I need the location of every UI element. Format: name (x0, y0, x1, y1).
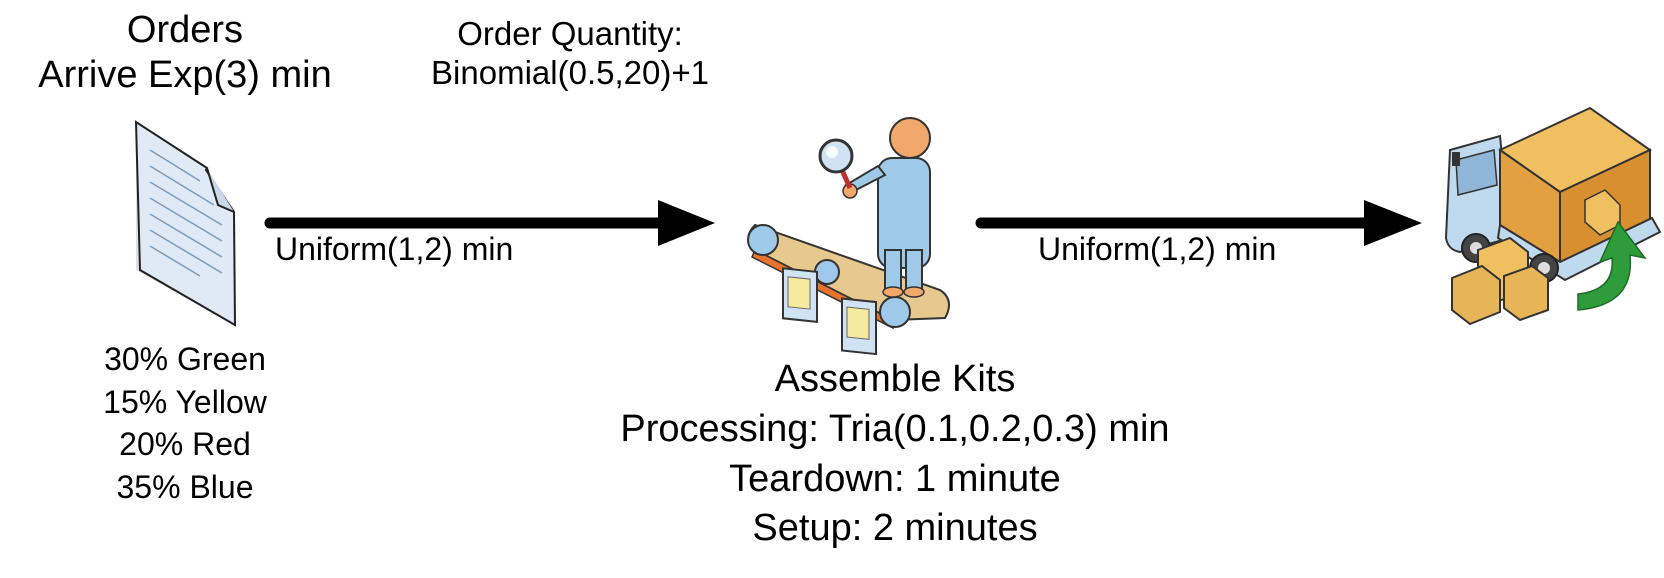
orders-title: Orders (126, 9, 244, 51)
document-icon (134, 120, 237, 327)
order-quantity-title: Order Quantity: (457, 15, 683, 52)
arrow-orders-to-assembly (264, 200, 715, 246)
orders-label: Orders Arrive Exp(3) min (0, 8, 370, 98)
edge-label-assembly-to-shipping: Uniform(1,2) min (1038, 231, 1277, 267)
edge-label-orders-to-assembly: Uniform(1,2) min (275, 231, 514, 267)
assembly-worker-icon (747, 117, 950, 356)
assemble-setup: Setup: 2 minutes (752, 507, 1038, 550)
arrow-assembly-to-shipping (975, 200, 1422, 246)
orders-arrival-rate: Arrive Exp(3) min (38, 53, 332, 96)
color-mix-item: 15% Yellow (103, 383, 267, 420)
color-mix-item: 35% Blue (116, 468, 254, 505)
assemble-processing: Processing: Tria(0.1,0.2,0.3) min (620, 407, 1170, 450)
color-mix-list: 30% Green 15% Yellow 20% Red 35% Blue (60, 338, 310, 508)
color-mix-item: 20% Red (119, 426, 251, 463)
order-quantity-label: Order Quantity: Binomial(0.5,20)+1 (395, 15, 745, 93)
color-mix-item: 30% Green (104, 341, 266, 377)
delivery-truck-icon (1444, 106, 1662, 326)
assemble-kits-label: Assemble Kits Processing: Tria(0.1,0.2,0… (500, 355, 1290, 554)
assemble-teardown: Teardown: 1 minute (729, 457, 1061, 500)
order-quantity-value: Binomial(0.5,20)+1 (431, 53, 709, 91)
assemble-title: Assemble Kits (774, 358, 1016, 400)
